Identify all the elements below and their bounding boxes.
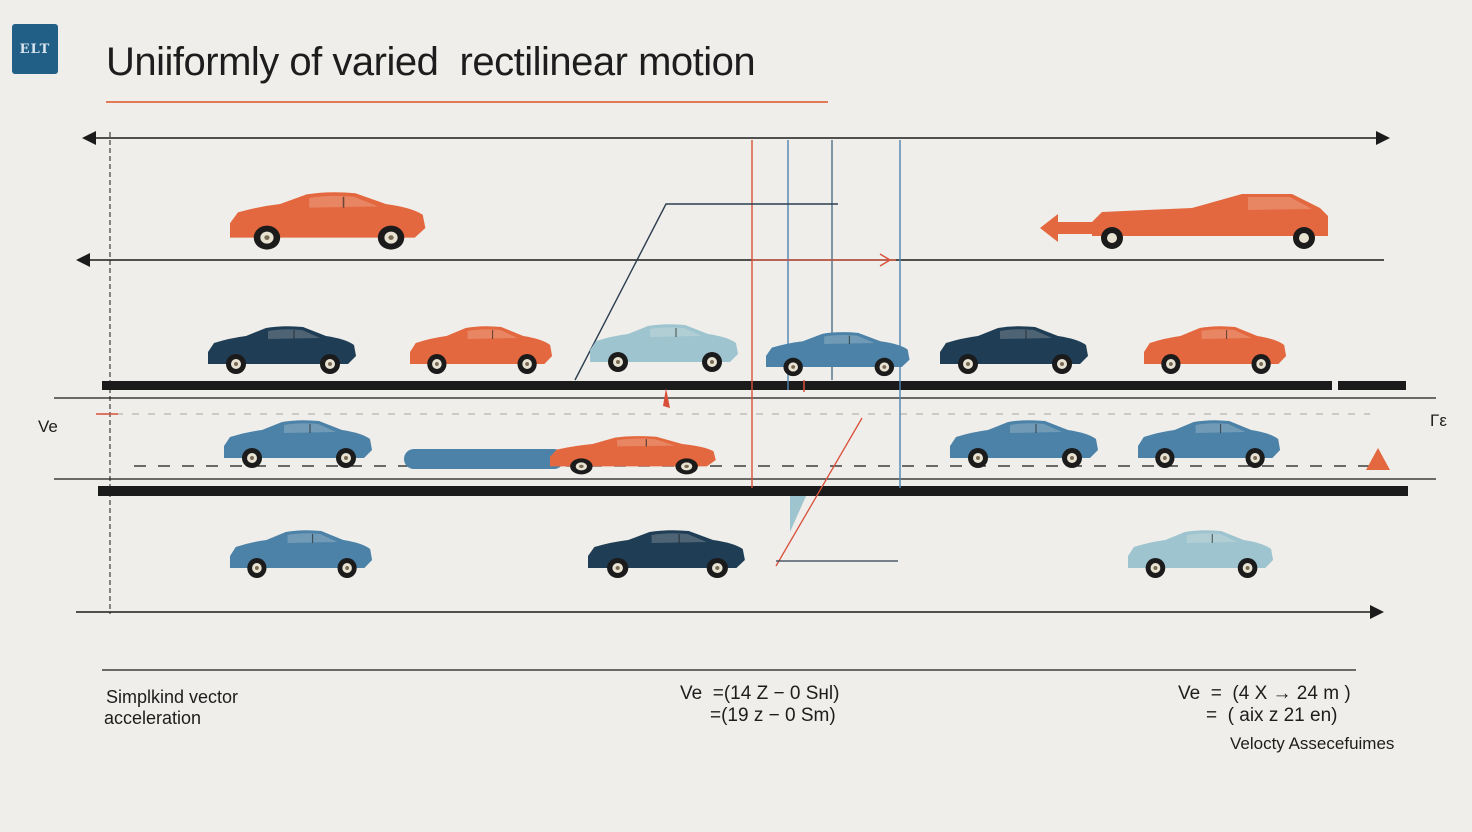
car-icon (589, 323, 739, 373)
equation-middle-line-1: Ve =(14 Z − 0 Sнl) (680, 683, 840, 704)
equation-right-line-1: Ve = (4 X → 24 m ) (1178, 683, 1351, 704)
red-drop-marker (663, 388, 670, 408)
arrow-left-icon (76, 253, 90, 267)
car-icon (229, 529, 373, 579)
logo: ELT (12, 24, 58, 74)
side-label-right: Γε (1430, 411, 1447, 430)
road-bar-upper (102, 381, 1332, 390)
logo-text: ELT (19, 41, 51, 57)
road-bar-lower (98, 486, 1408, 496)
warning-triangle-icon (1366, 448, 1390, 470)
arrow-right-icon (1370, 605, 1384, 619)
car-icon (949, 419, 1099, 469)
equation-middle-line-2: =(19 z − 0 Sm) (710, 705, 836, 726)
side-label-left: Ve (38, 417, 58, 436)
car-icon (1092, 194, 1328, 249)
caption-line-1: Simplkind vector (106, 687, 239, 707)
small-red-arrow-icon (879, 253, 892, 267)
blue-motion-bar (404, 449, 564, 469)
title-underline (106, 101, 828, 103)
car-icon (409, 325, 553, 375)
car-icon (223, 419, 373, 469)
road-bar-upper-end (1338, 381, 1406, 390)
car-icon (1143, 325, 1287, 375)
car-icon (229, 191, 427, 251)
car-icon (549, 435, 717, 476)
arrow-left-icon (1040, 214, 1100, 242)
equation-right-line-2: = ( aix z 21 en) (1206, 705, 1338, 726)
car-icon (1137, 419, 1281, 469)
velocity-graph-line (574, 203, 838, 381)
car-icon (207, 325, 357, 375)
guide-red-diagonal (775, 417, 863, 567)
arrow-right-icon (1376, 131, 1390, 145)
page-title: Uniiformly of varied rectilinear motion (106, 40, 756, 84)
car-icon (1127, 529, 1274, 579)
car-icon (587, 529, 746, 579)
car-icon (939, 325, 1089, 375)
caption-line-2: acceleration (104, 708, 202, 728)
legend-caption: Velocty Assecefuimes (1230, 734, 1395, 753)
blue-shade-marker (790, 496, 806, 532)
arrow-left-icon (82, 131, 96, 145)
